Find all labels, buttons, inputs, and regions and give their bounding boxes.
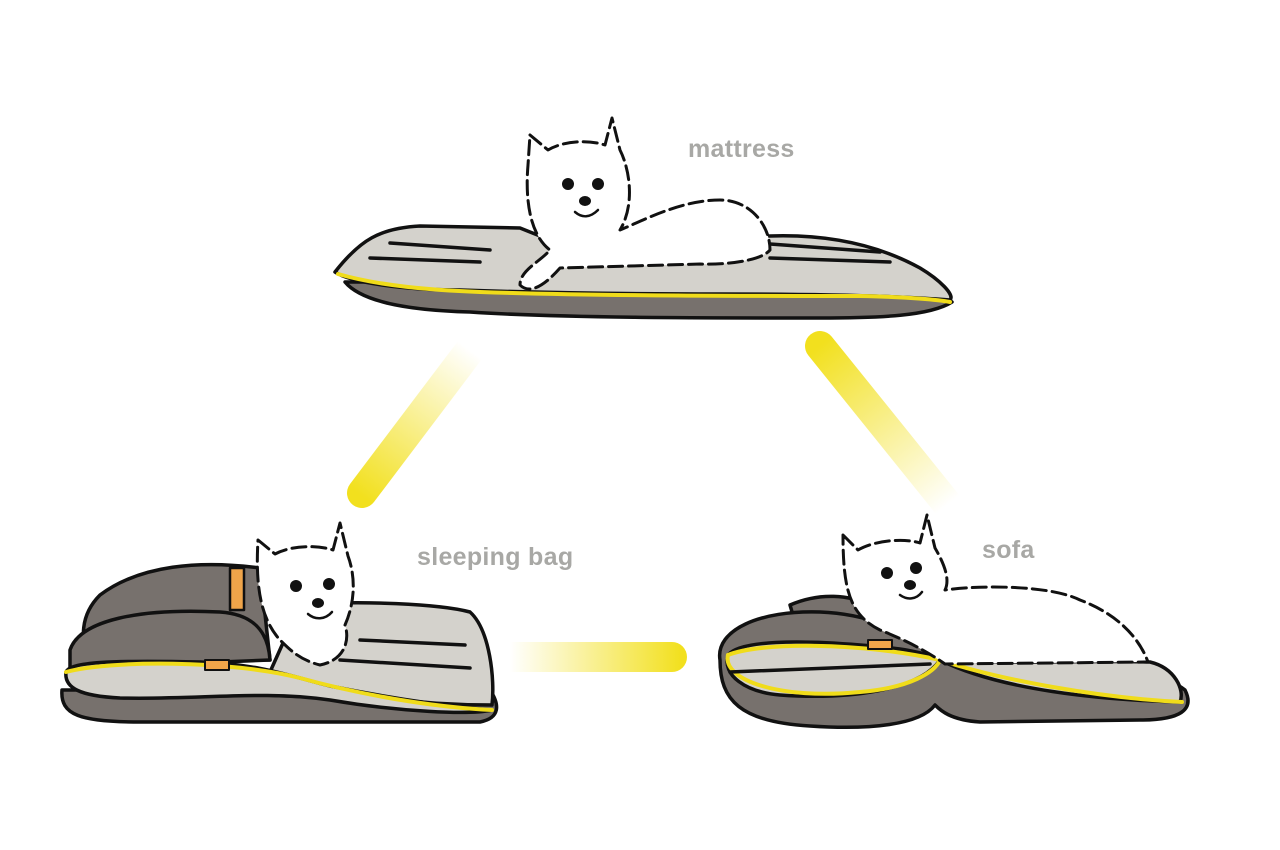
connector-mattress-sofa [805, 331, 963, 520]
label-mattress: mattress [688, 135, 795, 163]
sofa-illustration [718, 513, 1190, 729]
label-sleeping-bag: sleeping bag [417, 543, 574, 571]
connector-mattress-sleeping-bag [347, 335, 485, 508]
sleeping-bag-illustration [60, 521, 499, 724]
mattress-illustration [333, 116, 954, 320]
dog-sleeping-bag [255, 521, 355, 667]
label-sofa: sofa [982, 536, 1035, 564]
dog-sofa [841, 513, 1150, 666]
dog-mattress [518, 116, 772, 291]
